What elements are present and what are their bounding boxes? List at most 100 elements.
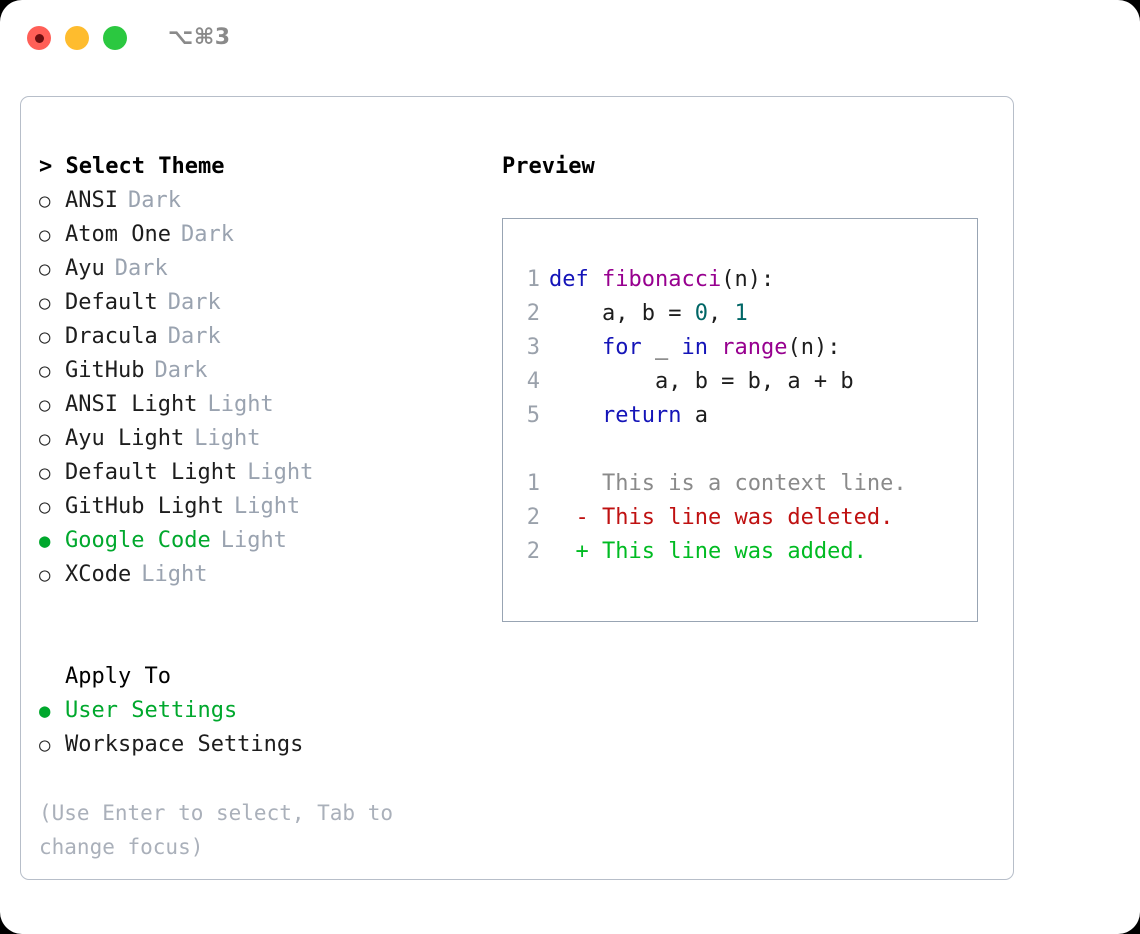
theme-option-label: GitHub xyxy=(65,358,145,383)
select-theme-heading: > Select Theme xyxy=(39,150,489,184)
apply-to-heading: Apply To xyxy=(65,664,171,689)
radio-unselected-icon: ○ xyxy=(39,462,51,484)
diff-marker: + xyxy=(549,539,589,564)
radio-unselected-icon: ○ xyxy=(39,564,51,586)
minimize-button[interactable] xyxy=(65,26,89,50)
title-bar: ⌥⌘3 xyxy=(0,0,1140,78)
code-token-plain: _ xyxy=(641,335,682,360)
diff-marker: - xyxy=(549,505,589,530)
theme-option-github-light[interactable]: ○ GitHub Light Light xyxy=(39,490,489,524)
code-token-kw: in xyxy=(681,335,708,360)
caret-icon: > xyxy=(39,154,53,179)
line-number: 1 xyxy=(526,471,540,496)
theme-option-tag: Light xyxy=(233,494,301,519)
code-token-plain xyxy=(549,335,602,360)
radio-unselected-icon: ○ xyxy=(39,224,51,246)
theme-option-label: Google Code xyxy=(65,528,211,553)
code-token-fn: range xyxy=(721,335,788,360)
radio-unselected-icon: ○ xyxy=(39,360,51,382)
line-number: 2 xyxy=(526,539,540,564)
code-line: 1 def fibonacci(n): xyxy=(503,263,977,297)
diff-line-text: This line was added. xyxy=(588,539,867,564)
code-token-plain: (n): xyxy=(721,267,775,292)
theme-option-label: Dracula xyxy=(65,324,158,349)
theme-option-label: Ayu Light xyxy=(65,426,185,451)
theme-option-label: ANSI xyxy=(65,188,118,213)
code-line: 5 return a xyxy=(503,399,977,433)
theme-option-label: ANSI Light xyxy=(65,392,198,417)
code-token-kw: def xyxy=(549,267,602,292)
preview-heading: Preview xyxy=(502,154,595,179)
code-token-kw: for xyxy=(601,335,642,360)
diff-line-text: This line was deleted. xyxy=(588,505,894,530)
code-line-text: def fibonacci(n): xyxy=(549,263,774,297)
code-token-num: 1 xyxy=(734,301,748,326)
theme-option-label: Default Light xyxy=(65,460,238,485)
close-button[interactable] xyxy=(27,26,51,50)
theme-option-label: Atom One xyxy=(65,222,171,247)
theme-option-tag: Dark xyxy=(127,188,181,213)
code-token-plain xyxy=(549,403,602,428)
radio-unselected-icon: ○ xyxy=(39,394,51,416)
apply-to-option-label: Workspace Settings xyxy=(65,732,304,757)
diff-line: 2 + This line was added. xyxy=(503,535,977,569)
code-token-plain: a xyxy=(681,403,708,428)
line-number: 1 xyxy=(526,267,540,292)
radio-unselected-icon: ○ xyxy=(39,326,51,348)
theme-option-tag: Dark xyxy=(180,222,234,247)
radio-unselected-icon: ○ xyxy=(39,496,51,518)
code-line-text: for _ in range(n): xyxy=(549,331,840,365)
apply-to-option-user-settings[interactable]: ●User Settings xyxy=(39,694,489,728)
theme-option-tag: Light xyxy=(247,460,314,485)
line-number: 2 xyxy=(526,505,540,530)
theme-option-label: Default xyxy=(65,290,158,315)
theme-option-ansi-light[interactable]: ○ ANSI Light Light xyxy=(39,388,489,422)
line-number: 4 xyxy=(526,369,540,394)
theme-option-label: XCode xyxy=(65,562,132,587)
line-number: 2 xyxy=(526,301,540,326)
theme-option-default-light[interactable]: ○ Default Light Light xyxy=(39,456,489,490)
code-line-text: a, b = b, a + b xyxy=(549,365,854,399)
code-line: 2 a, b = 0, 1 xyxy=(503,297,977,331)
theme-option-dracula[interactable]: ○ Dracula Dark xyxy=(39,320,489,354)
code-token-plain: , xyxy=(707,301,735,326)
theme-option-tag: Light xyxy=(194,426,261,451)
radio-unselected-icon: ○ xyxy=(39,258,51,280)
keyboard-shortcut-label: ⌥⌘3 xyxy=(168,25,231,50)
code-token-kw: return xyxy=(601,403,682,428)
radio-selected-icon: ● xyxy=(39,700,51,722)
theme-option-tag: Light xyxy=(207,392,274,417)
theme-option-tag: Dark xyxy=(167,324,221,349)
theme-option-atom-one[interactable]: ○ Atom One Dark xyxy=(39,218,489,252)
maximize-button[interactable] xyxy=(103,26,127,50)
code-token-num: 0 xyxy=(694,301,708,326)
apply-to-option-workspace-settings[interactable]: ○ Workspace Settings xyxy=(39,728,489,762)
theme-option-tag: Light xyxy=(141,562,208,587)
line-number: 3 xyxy=(526,335,540,360)
theme-option-label: GitHub Light xyxy=(65,494,224,519)
theme-option-label: Ayu xyxy=(65,256,105,281)
diff-sample: 1 This is a context line.2 - This line w… xyxy=(503,467,977,569)
code-token-plain: a, b = xyxy=(549,301,695,326)
code-token-plain xyxy=(708,335,721,360)
keyboard-hint-text: (Use Enter to select, Tab to change focu… xyxy=(39,801,394,859)
code-line: 4 a, b = b, a + b xyxy=(503,365,977,399)
diff-line: 2 - This line was deleted. xyxy=(503,501,977,535)
radio-unselected-icon: ○ xyxy=(39,734,51,756)
theme-option-xcode[interactable]: ○ XCode Light xyxy=(39,558,489,592)
code-token-plain: a, b = b, a + b xyxy=(549,369,854,394)
